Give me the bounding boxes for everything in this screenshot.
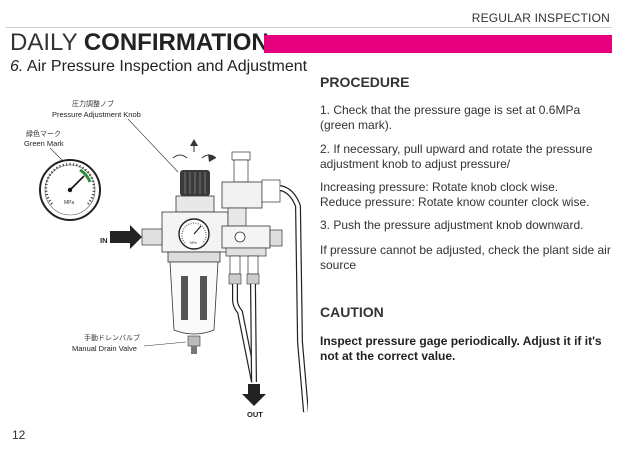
pull-arrow-icon xyxy=(190,139,198,146)
subtitle-text: Air Pressure Inspection and Adjustment xyxy=(23,58,308,75)
gauge-unit-large: MPa xyxy=(64,200,75,206)
drain-valve xyxy=(187,335,201,347)
caution-title: CAUTION xyxy=(320,304,384,320)
rotation-instructions: Increasing pressure: Rotate knob clock w… xyxy=(320,180,612,210)
title-bold: CONFIRMATION xyxy=(83,29,269,56)
procedure-step-1: 1. Check that the pressure gage is set a… xyxy=(320,103,581,132)
drain-label-jp: 手動ドレンバルブ xyxy=(84,333,140,342)
in-arrow-icon xyxy=(110,225,142,249)
page-number: 12 xyxy=(12,428,26,442)
plant-air-note: If pressure cannot be adjusted, check th… xyxy=(320,243,611,272)
caution-body: Inspect pressure gage periodically. Adju… xyxy=(320,334,602,363)
green-mark xyxy=(79,168,92,183)
reduce-pressure-text: Reduce pressure: Rotate know counter clo… xyxy=(320,195,590,209)
gauge-unit-small: MPa xyxy=(190,241,197,245)
page-title: DAILY CONFIRMATION xyxy=(10,29,269,57)
out-arrow-icon xyxy=(242,384,266,406)
solenoid-valve xyxy=(221,151,308,413)
drain-label-en: Manual Drain Valve xyxy=(72,344,137,353)
regulator-diagram: 圧力調整ノブ Pressure Adjustment Knob 緑色マーク Gr… xyxy=(24,99,308,419)
regulator-body: MPa xyxy=(161,139,229,354)
header-rule xyxy=(6,27,612,28)
increase-pressure-text: Increasing pressure: Rotate knob clock w… xyxy=(320,180,559,194)
knob-label-jp: 圧力調整ノブ xyxy=(72,99,114,108)
title-light: DAILY xyxy=(10,29,84,56)
section-label: REGULAR INSPECTION xyxy=(471,11,610,25)
gauge-callout: MPa xyxy=(39,159,101,221)
knob-label-en: Pressure Adjustment Knob xyxy=(52,110,141,119)
page-subtitle: 6. Air Pressure Inspection and Adjustmen… xyxy=(10,58,307,76)
out-label: OUT xyxy=(247,410,263,419)
gauge-needle xyxy=(69,175,85,191)
rotate-arrow-icon xyxy=(172,154,188,159)
procedure-step-2: 2. If necessary, pull upward and rotate … xyxy=(320,142,593,171)
green-label-jp: 緑色マーク xyxy=(26,129,61,138)
subtitle-number: 6. xyxy=(10,58,24,75)
drain-leader-line xyxy=(143,341,187,347)
knob-leader-line xyxy=(127,118,179,173)
in-label: IN xyxy=(100,236,108,245)
green-label-en: Green Mark xyxy=(24,139,64,148)
procedure-title: PROCEDURE xyxy=(320,74,410,90)
filter-bowl xyxy=(169,261,219,335)
procedure-step-3: 3. Push the pressure adjustment knob dow… xyxy=(320,218,584,232)
title-accent-bar xyxy=(264,35,612,53)
